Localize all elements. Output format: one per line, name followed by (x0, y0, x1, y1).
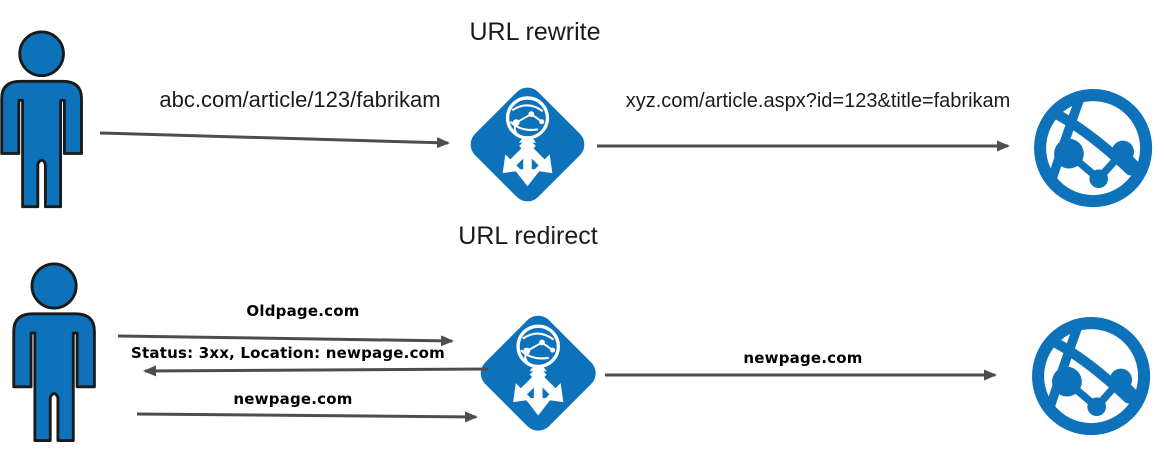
person-icon (12, 262, 96, 442)
web-app-globe-icon (1038, 323, 1144, 429)
arrow-redirect-new-request (136, 411, 478, 423)
rewrite-section-title: URL rewrite (469, 18, 601, 46)
redirect-request-url-label: Oldpage.com (246, 302, 360, 320)
rewrite-rewritten-url-label: xyz.com/article.aspx?id=123&title=fabrik… (625, 90, 1011, 112)
redirect-new-request-label: newpage.com (233, 390, 353, 408)
person-icon (0, 30, 83, 209)
rewrite-request-url-label: abc.com/article/123/fabrikam (159, 87, 441, 112)
web-app-globe-icon (1040, 95, 1146, 201)
arrow-rewrite-request (99, 131, 450, 149)
application-gateway-icon (472, 307, 604, 439)
application-gateway-icon (462, 79, 593, 210)
redirect-forwarded-url-label: newpage.com (743, 349, 863, 367)
redirect-section-title: URL redirect (458, 222, 598, 250)
redirect-response-label: Status: 3xx, Location: newpage.com (131, 344, 445, 362)
arrow-redirect-response (143, 365, 489, 377)
arrow-redirect-request (117, 334, 454, 347)
